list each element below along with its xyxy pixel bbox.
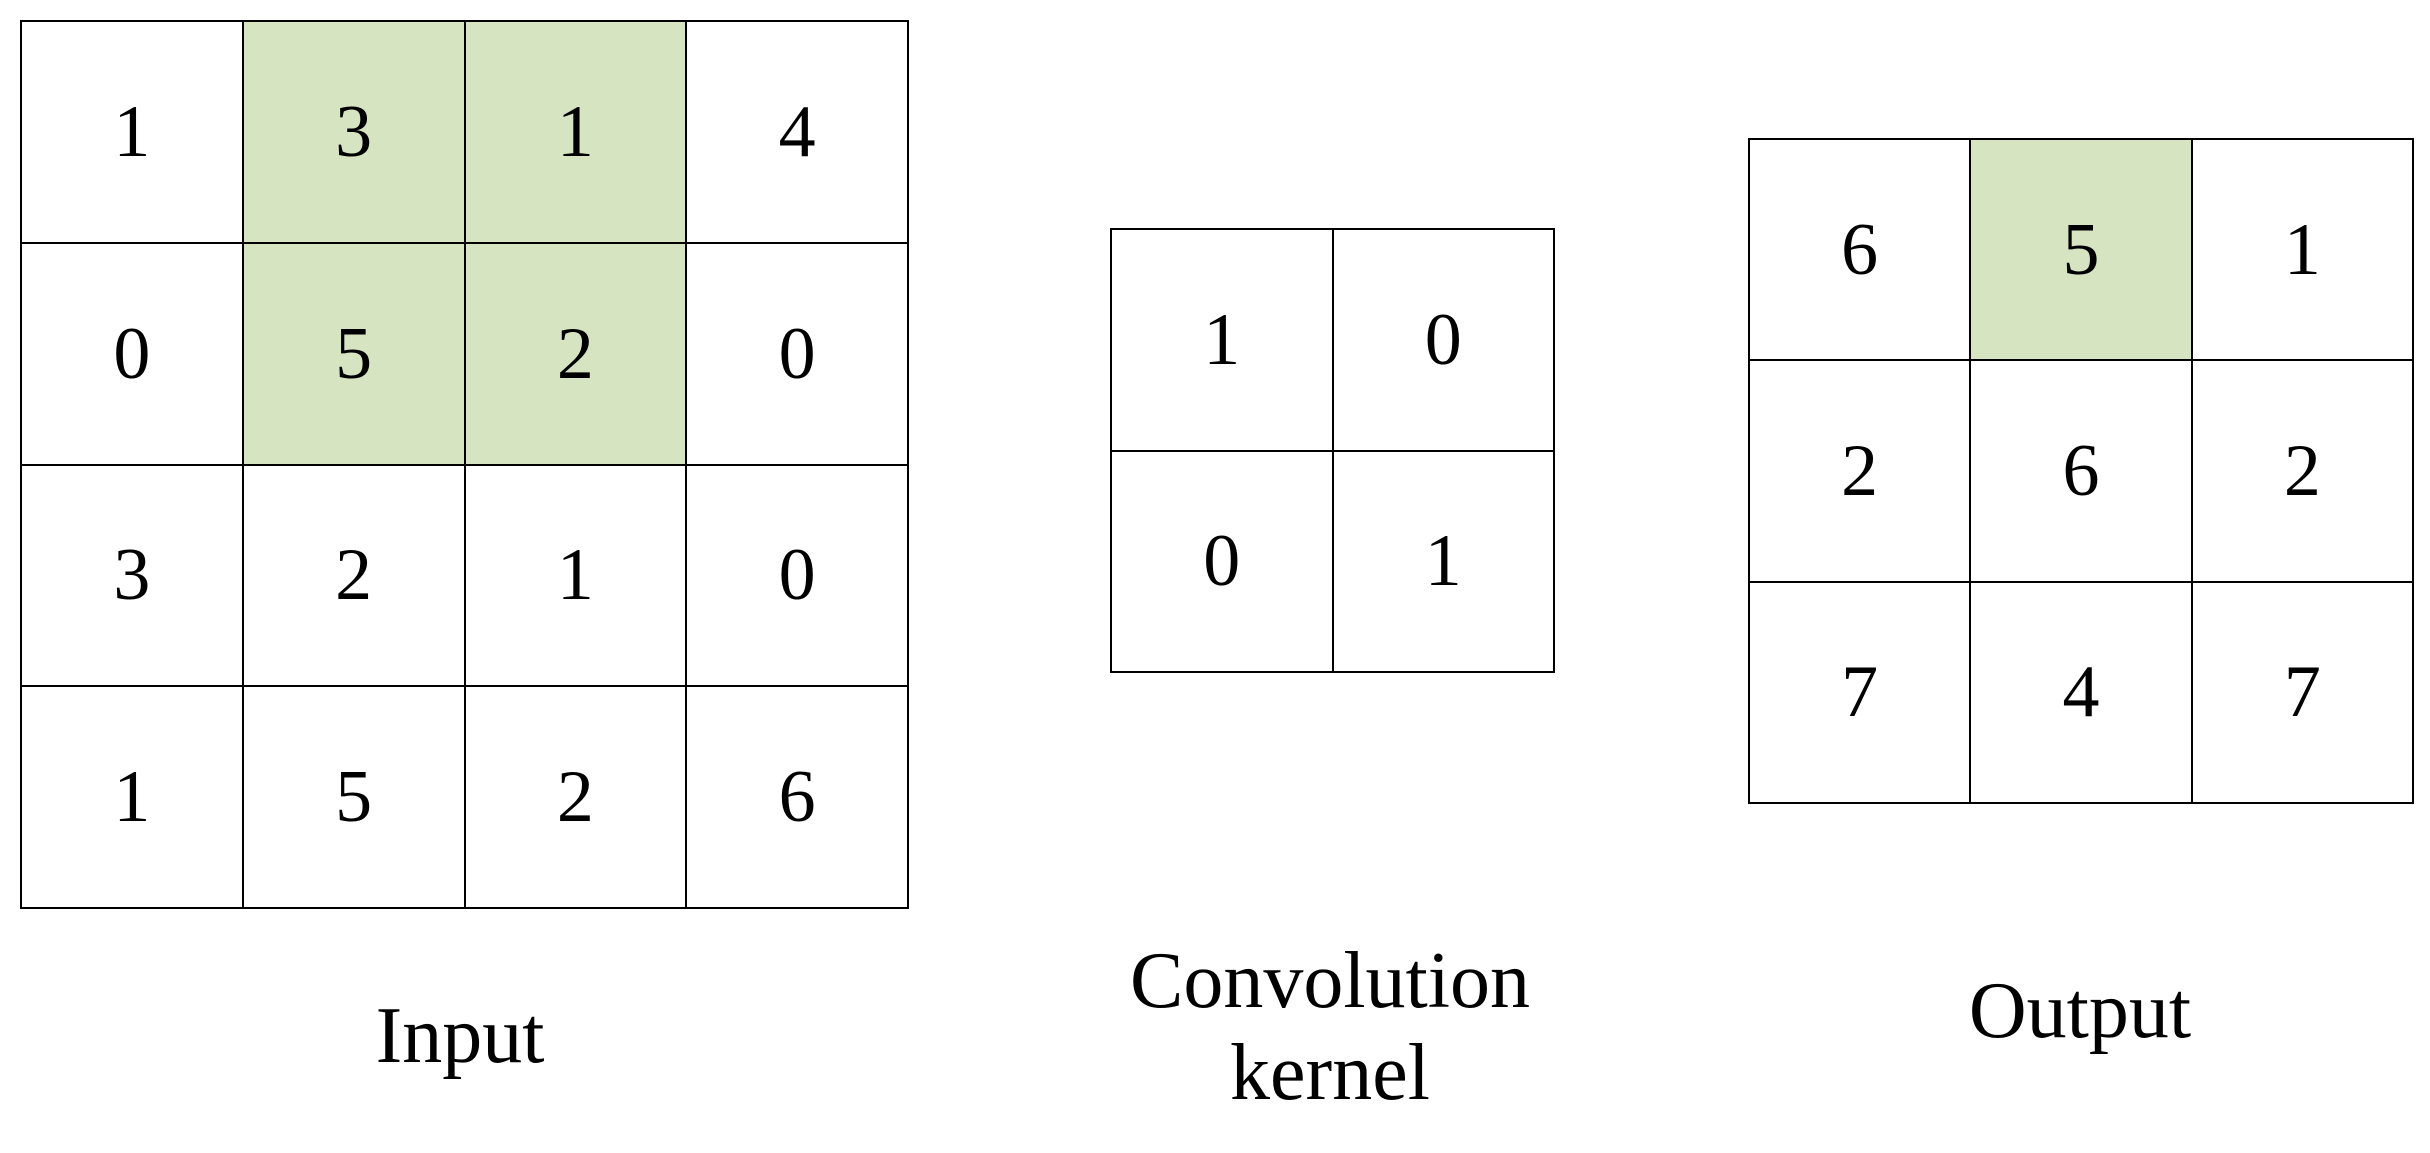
output-label: Output	[1968, 967, 2192, 1055]
input-cell-r2-c1: 2	[243, 465, 466, 688]
output-cell-r1-c0: 2	[1750, 361, 1972, 583]
kernel-label-line2: kernel	[1230, 1029, 1430, 1117]
output-cell-r2-c1: 4	[1971, 582, 2193, 804]
input-cell-r1-c3: 0	[687, 243, 909, 466]
kernel-label-line1: Convolution	[1129, 937, 1531, 1025]
output-cell-r0-c0: 6	[1750, 140, 1972, 362]
input-cell-r3-c2: 2	[465, 687, 688, 909]
input-cell-r0-c0: 1	[22, 22, 244, 244]
kernel-cell-r0-c0: 1	[1112, 230, 1334, 452]
output-cell-r1-c1: 6	[1971, 361, 2193, 583]
input-cell-r3-c1: 5	[243, 687, 466, 909]
output-cell-r2-c0: 7	[1750, 582, 1972, 804]
output-cell-r0-c2: 1	[2192, 140, 2414, 362]
input-cell-r1-c2: 2	[465, 243, 688, 466]
input-cell-r3-c0: 1	[22, 687, 244, 909]
output-cell-r2-c2: 7	[2192, 582, 2414, 804]
output-cell-r1-c2: 2	[2192, 361, 2414, 583]
input-cell-r2-c2: 1	[465, 465, 688, 688]
input-cell-r1-c1: 5	[243, 243, 466, 466]
kernel-cell-r1-c0: 0	[1112, 451, 1334, 673]
input-cell-r0-c1: 3	[243, 22, 466, 244]
kernel-cell-r1-c1: 1	[1333, 451, 1555, 673]
input-cell-r0-c3: 4	[687, 22, 909, 244]
input-label: Input	[375, 992, 545, 1080]
kernel-label: Convolution kernel	[1030, 935, 1630, 1119]
input-cell-r0-c2: 1	[465, 22, 688, 244]
input-cell-r2-c3: 0	[687, 465, 909, 688]
kernel-cell-r0-c1: 0	[1333, 230, 1555, 452]
input-cell-r3-c3: 6	[687, 687, 909, 909]
output-cell-r0-c1: 5	[1971, 140, 2193, 362]
input-cell-r2-c0: 3	[22, 465, 244, 688]
input-cell-r1-c0: 0	[22, 243, 244, 466]
